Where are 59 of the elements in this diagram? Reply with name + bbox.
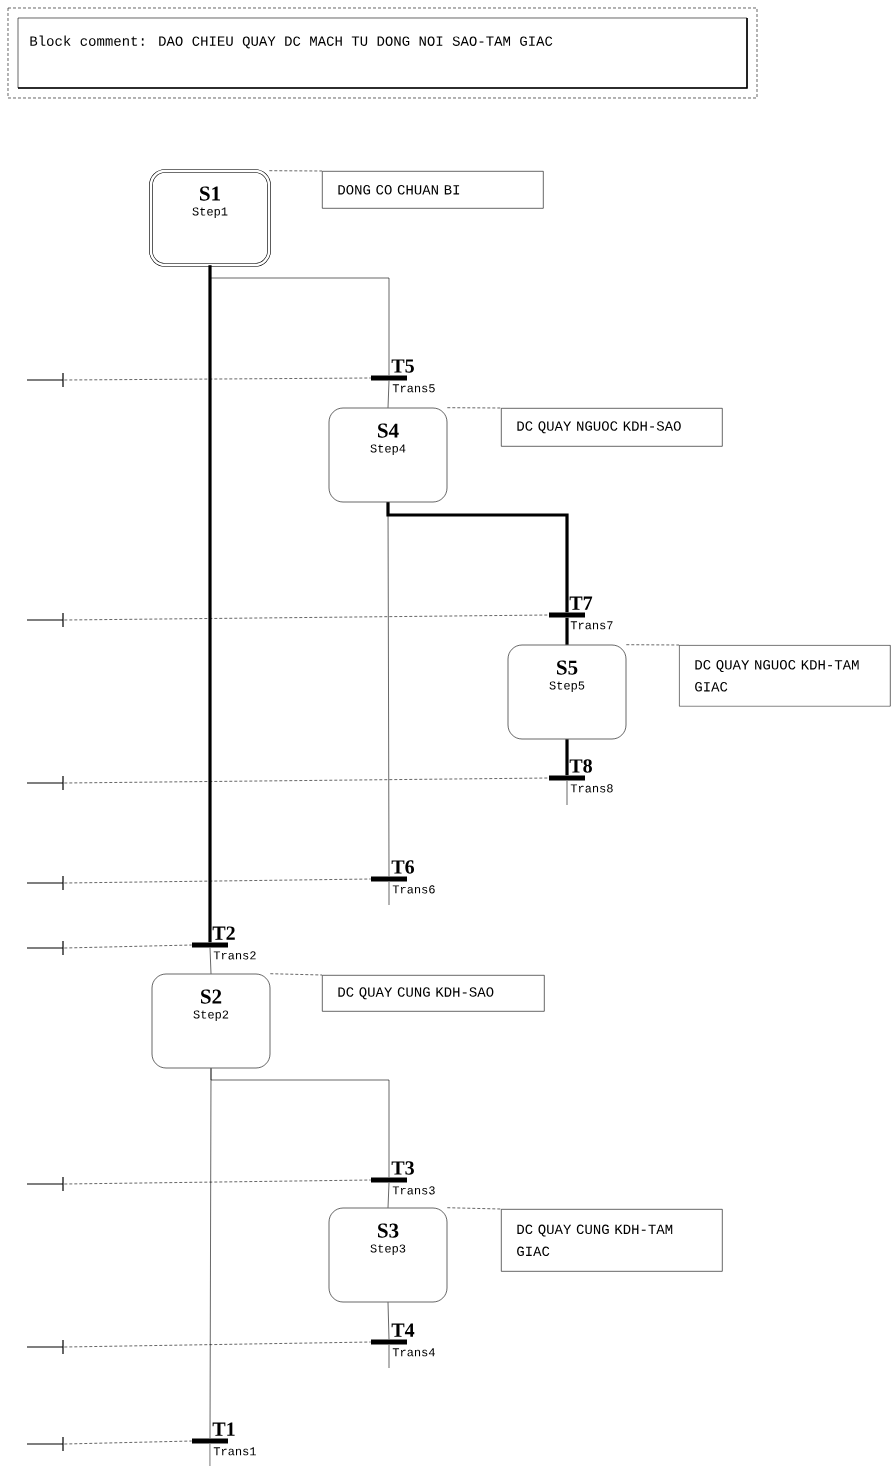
- signal-line: [64, 944, 192, 949]
- signal-line: [64, 1440, 192, 1445]
- transition-name: Trans3: [392, 1186, 435, 1195]
- connector-line: [208, 265, 212, 943]
- step-box: S4 Step4: [328, 407, 448, 503]
- transition-name: Trans5: [392, 384, 435, 393]
- comment-box: DC QUAY NGUOC KDH-SAO: [501, 408, 723, 447]
- transition-label: T5: [391, 359, 414, 373]
- signal-line: [64, 1179, 371, 1185]
- leader-line: [270, 973, 323, 976]
- transition-name: Trans7: [570, 621, 613, 630]
- connector-line: [387, 380, 390, 408]
- signal-line: [64, 1341, 371, 1348]
- transition-name: Trans1: [213, 1447, 256, 1456]
- step-box: S3 Step3: [328, 1207, 448, 1303]
- transition-name: Trans8: [570, 784, 613, 793]
- transition-label: T1: [212, 1422, 235, 1436]
- contact-symbol: [26, 875, 64, 891]
- connector-line: [387, 1182, 390, 1208]
- leader-line: [447, 1207, 502, 1210]
- leader-line: [269, 170, 323, 172]
- connector-line: [565, 617, 569, 645]
- signal-line: [64, 777, 549, 784]
- signal-line: [64, 377, 371, 381]
- transition-name: Trans4: [392, 1348, 435, 1357]
- block-comment-box: Block comment: DAO CHIEU QUAY DC MACH TU DONG NOI SAO-TAM GIAC: [7, 7, 758, 99]
- connector-line: [209, 947, 212, 974]
- transition-name: Trans2: [213, 951, 256, 960]
- connector-line: [565, 739, 569, 776]
- transition-label: T2: [212, 926, 235, 940]
- comment-box: DC QUAY NGUOC KDH-TAM GIAC: [679, 645, 891, 707]
- transition-label: T6: [391, 860, 415, 874]
- contact-symbol: [26, 940, 64, 956]
- transition-label: T4: [391, 1323, 415, 1337]
- branch-line: [386, 502, 569, 613]
- transition-label: T7: [569, 596, 593, 610]
- comment-box: DC QUAY CUNG KDH-TAM GIAC: [501, 1209, 723, 1272]
- connector-line: [387, 1302, 390, 1340]
- contact-symbol: [26, 372, 64, 388]
- branch-line: [209, 265, 390, 376]
- signal-line: [64, 878, 371, 884]
- step-box: S2 Step2: [151, 973, 271, 1069]
- signal-line: [64, 614, 549, 621]
- comment-box: DC QUAY CUNG KDH-SAO: [322, 975, 545, 1012]
- contact-symbol: [26, 1339, 64, 1355]
- transition-label: T8: [569, 759, 592, 773]
- branch-line: [210, 1068, 390, 1178]
- contact-symbol: [26, 1436, 64, 1452]
- transition-label: T3: [391, 1161, 414, 1175]
- contact-symbol: [26, 612, 64, 628]
- step-box: S1 Step1: [149, 169, 271, 267]
- leader-line: [447, 407, 502, 409]
- comment-box: DONG CO CHUAN BI: [322, 171, 544, 209]
- contact-symbol: [26, 1176, 64, 1192]
- step-box: S5 Step5: [507, 644, 627, 740]
- connector-line: [387, 502, 390, 877]
- transition-name: Trans6: [392, 885, 435, 894]
- leader-line: [626, 644, 680, 646]
- contact-symbol: [26, 775, 64, 791]
